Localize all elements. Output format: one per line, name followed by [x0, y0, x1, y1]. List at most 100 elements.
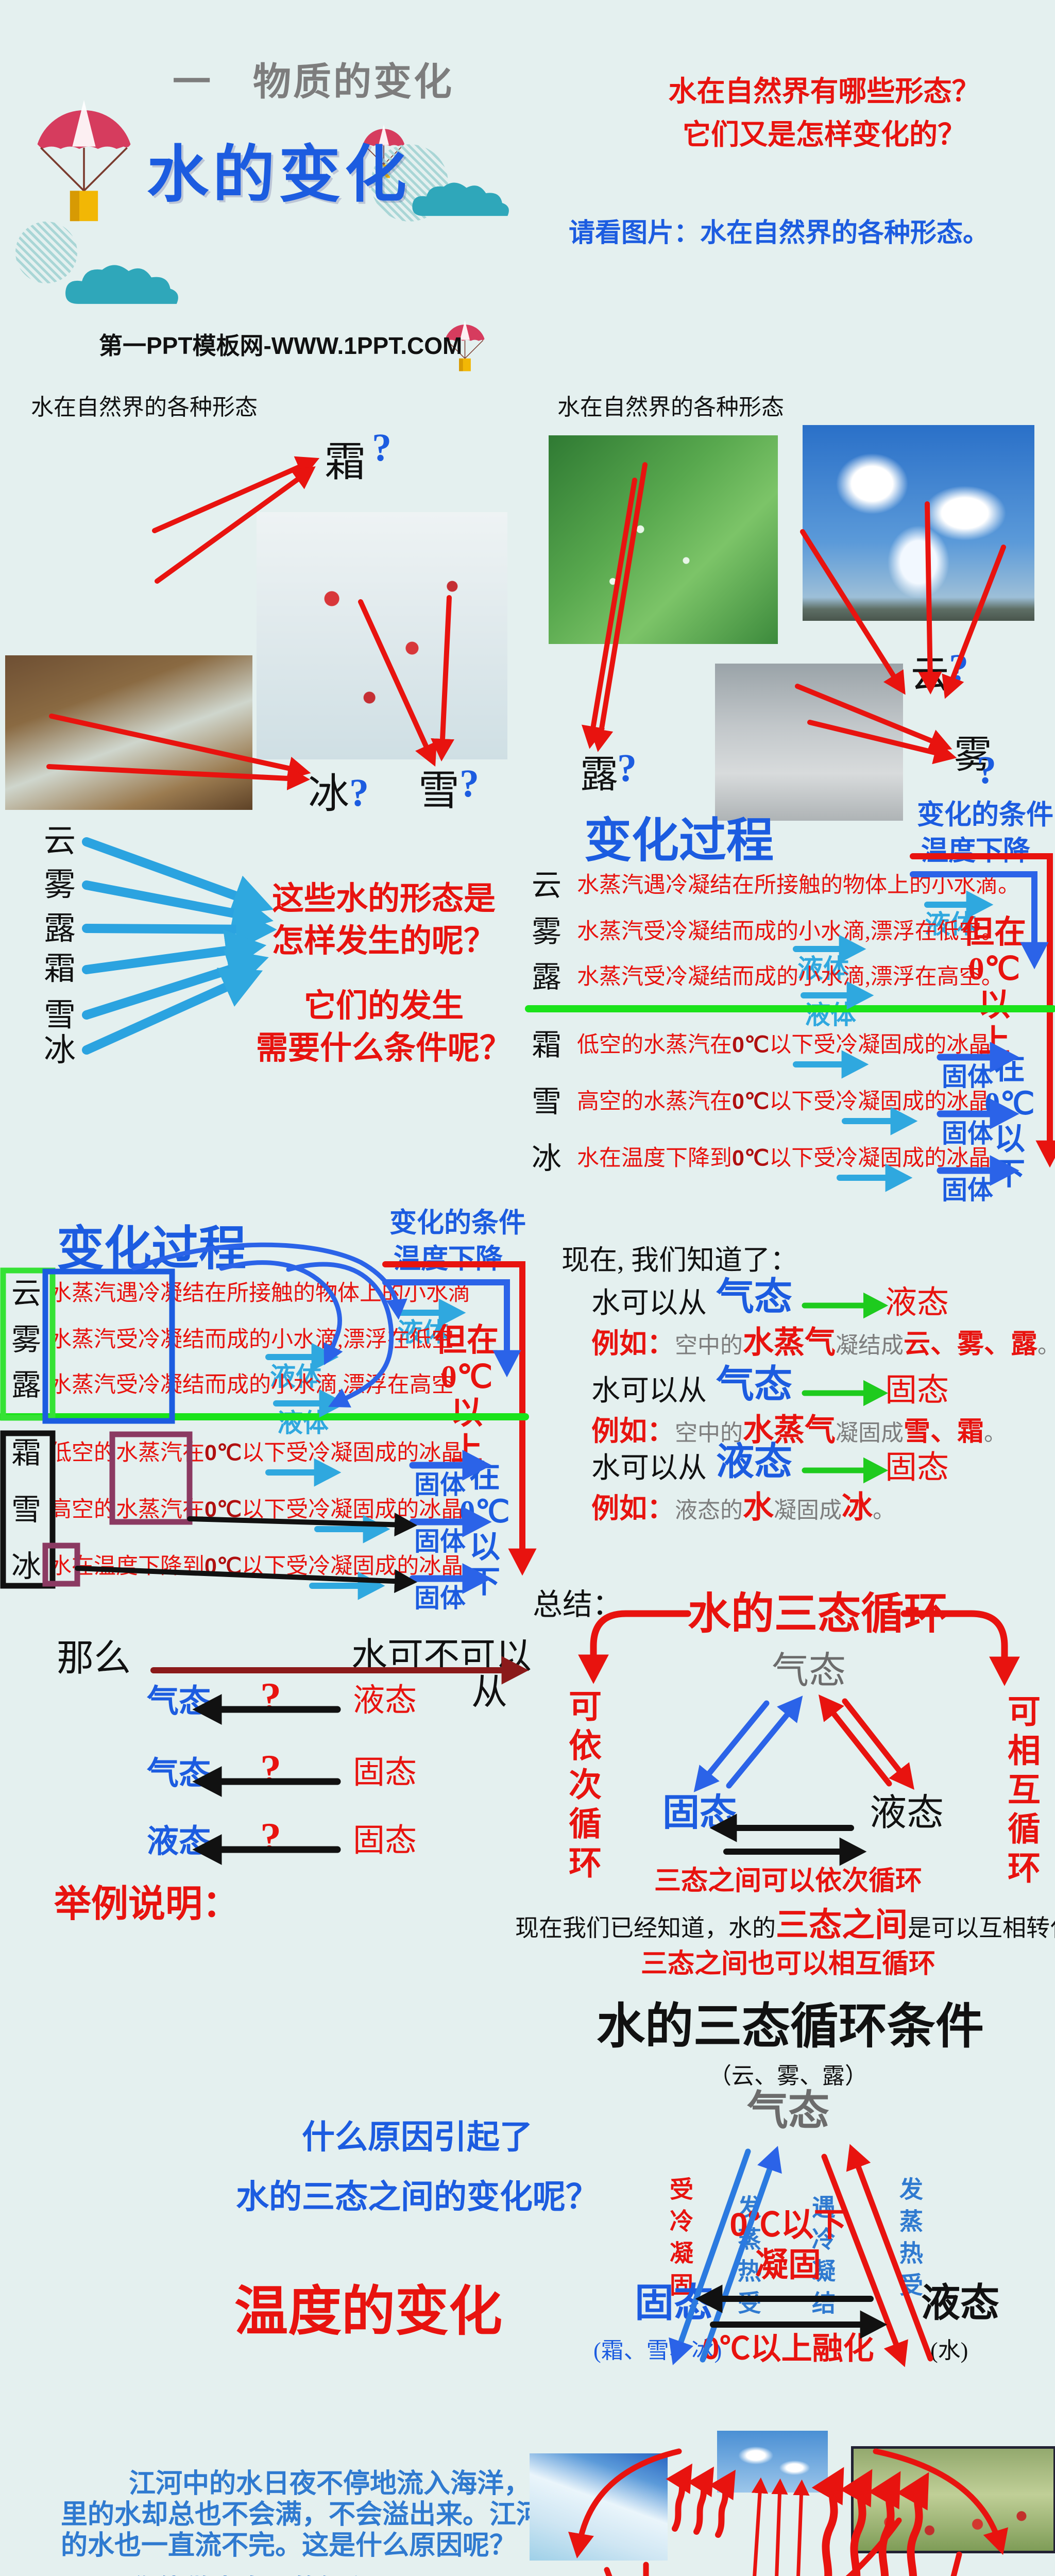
desc-pre: 水在温度下降到 [577, 1146, 732, 1171]
pair-question-mark: ? [260, 1746, 281, 1793]
tri-gas-state: 气态 [772, 1650, 846, 1691]
river-question-line3: 的水也一直流不完。这是什么原因呢？ [61, 2531, 517, 2561]
opening-question-line2: 它们又是怎样变化的？ [682, 119, 966, 150]
summary-line1: 三态之间可以依次循环 [654, 1867, 922, 1896]
process-row-desc: 水蒸汽受冷凝结而成的小水滴,漂浮在高空 [49, 1373, 454, 1397]
cause-answer: 温度的变化 [234, 2282, 503, 2342]
frost-label: 霜 [325, 440, 366, 485]
tri-liquid-state: 液态 [870, 1792, 944, 1834]
eg-text: 凝固成 [774, 1498, 842, 1523]
state-item-cloud: 云 [44, 824, 76, 859]
ice-label: 冰 [308, 772, 349, 817]
state-item-snow: 雪 [44, 998, 76, 1033]
eg-text: 。 [1037, 1333, 1055, 1358]
wonder-lead: 那么 [57, 1638, 131, 1679]
liquid-state-tag: 液体 [277, 1409, 329, 1437]
cause-question-line1: 什么原因引起了 [302, 2119, 533, 2156]
knows-from-state: 气态 [716, 1276, 792, 1318]
frost-photo [5, 452, 247, 651]
knows-example: 例如：空中的水蒸气凝结成云、雾、露。 [591, 1325, 1055, 1361]
process-row-label: 冰 [11, 1550, 42, 1583]
eg-text: 空中的 [675, 1333, 743, 1358]
desc-temp: 0℃ [732, 1032, 770, 1057]
line2-post: 是可以互相转化的。 [908, 1915, 1055, 1941]
knows-lead: 水可以从 [591, 1452, 707, 1484]
process-row-desc: 水蒸汽受冷凝结而成的小水滴,漂浮在高空。 [577, 965, 1003, 989]
forms-left-title: 水在自然界的各种形态 [31, 395, 258, 420]
process-row-desc: 低空的水蒸汽在0℃以下受冷凝固成的冰晶 [49, 1440, 463, 1466]
river-question-line2: 里的水却总也不会满，不会溢出来。江河 [61, 2500, 543, 2530]
eg-text: 。 [873, 1498, 895, 1523]
desc-temp: 0℃ [205, 1440, 242, 1465]
below-zero-note: 在 0℃ 以 下 [454, 1459, 516, 1600]
conditions-gas-note: （云、雾、露） [709, 2063, 867, 2089]
below-zero-seg: 在 [469, 1460, 500, 1494]
process-row-desc: 低空的水蒸汽在0℃以下受冷凝固成的冰晶。 [577, 1032, 1013, 1058]
dew-leaves-photo [549, 435, 778, 644]
annotation-boxes [0, 1267, 193, 1589]
desc-post: 以下受冷凝固成的冰晶 [242, 1554, 464, 1579]
pair-right-state: 固态 [353, 1755, 417, 1790]
desc-post: 以下受冷凝固成的冰晶。 [769, 1146, 1013, 1171]
eg-text: 空中的 [675, 1420, 743, 1446]
ice-question-mark: ? [349, 771, 369, 815]
process-row-desc: 水蒸汽受冷凝结而成的小水滴,漂浮在低空。 [577, 920, 1003, 944]
knows-intro: 现在, 我们知道了： [561, 1245, 798, 1276]
eg-highlight: 水 [743, 1490, 774, 1524]
below-zero-seg: 在 [994, 1052, 1025, 1086]
eg-label: 例如： [591, 1416, 675, 1447]
fog-question-mark: ? [977, 749, 996, 792]
example-prompt: 举例说明： [54, 1884, 240, 1925]
conditions-liquid-note: (水) [930, 2338, 968, 2363]
process-row-label: 云 [11, 1277, 42, 1310]
process-row-label: 霜 [11, 1436, 42, 1470]
knows-lead: 水可以从 [591, 1375, 707, 1407]
pair-right-state: 固态 [353, 1823, 417, 1858]
summary-right-note: 可相互循环 [1003, 1694, 1040, 1890]
opening-question-line1: 水在自然界有哪些形态？ [668, 76, 980, 107]
summary-label: 总结： [533, 1588, 623, 1621]
process-condition-value: 温度下降 [394, 1244, 503, 1274]
state-item-ice: 冰 [44, 1033, 76, 1068]
melt-condition-line: 0℃以上融化 [702, 2331, 874, 2366]
desc-post: 以下受冷凝固成的冰晶 [242, 1498, 464, 1522]
below-zero-note: 在 0℃ 以 下 [979, 1051, 1041, 1192]
above-zero-seg: 但在 [962, 915, 1026, 950]
process-title: 变化过程 [57, 1223, 247, 1275]
parachute-box-shade [459, 358, 463, 371]
above-zero-seg: 以 [978, 988, 1010, 1023]
above-zero-seg: 以 [450, 1396, 483, 1431]
process-row-label: 露 [11, 1368, 42, 1402]
wonder-ask2: 从 [471, 1673, 507, 1713]
eg-highlight: 雪、霜 [904, 1417, 984, 1447]
eg-text: 凝结成 [836, 1333, 904, 1358]
process-title: 变化过程 [584, 815, 774, 867]
process-row-desc: 水在温度下降到0℃以下受冷凝固成的冰晶 [49, 1554, 463, 1579]
freeze-condition-line2: 凝固 [755, 2247, 821, 2283]
process-row-label: 雪 [532, 1085, 562, 1118]
watermark-text: 第一PPT模板网-WWW.1PPT.COM [99, 332, 463, 359]
conditions-liquid-state: 液态 [921, 2282, 999, 2325]
eg-text: 。 [984, 1420, 1007, 1446]
river-question-line1: 江河中的水日夜不停地流入海洋，海洋 [129, 2469, 585, 2499]
intro-line: 请看图片：水在自然界的各种形态。 [569, 219, 990, 248]
pair-question-mark: ? [260, 1814, 281, 1861]
process-row-label: 冰 [532, 1142, 562, 1175]
eg-highlight: 水蒸气 [743, 1413, 836, 1447]
pair-question-mark: ? [260, 1674, 281, 1721]
tri-solid-state: 固态 [662, 1792, 737, 1834]
rain-flowers-photo [851, 2446, 1055, 2553]
knows-from-state: 液态 [716, 1441, 792, 1483]
fog-label: 雾 [954, 734, 992, 776]
page-title: 水的变化 [147, 140, 411, 209]
cloud-label: 云 [911, 654, 949, 696]
pair-left-state: 液态 [147, 1824, 211, 1859]
how-question-line1: 这些水的形态是 [271, 882, 496, 917]
desc-temp: 0℃ [732, 1089, 770, 1114]
eg-text: 液态的 [675, 1498, 743, 1523]
process-row-desc: 水蒸汽受冷凝结而成的小水滴,漂浮在低空 [49, 1328, 454, 1352]
striped-circle-decoration [15, 222, 77, 283]
below-zero-seg: 0℃ [460, 1495, 510, 1529]
sky-photo [717, 2431, 828, 2493]
above-zero-seg: 0℃ [440, 1359, 493, 1395]
